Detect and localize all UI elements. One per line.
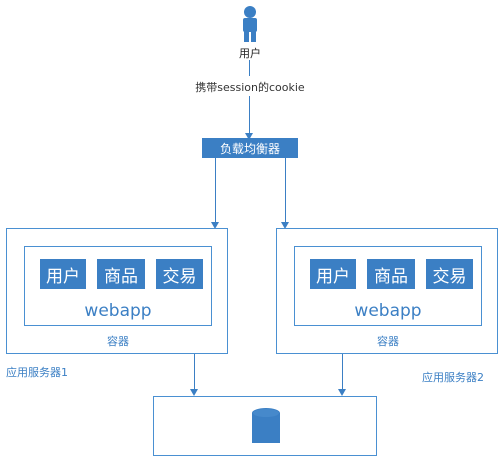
container-1: 用户 商品 交易 webapp bbox=[24, 246, 212, 326]
module-user-label: 用户 bbox=[316, 266, 350, 287]
container-label: 容器 bbox=[107, 335, 129, 348]
load-balancer-label: 负载均衡器 bbox=[219, 141, 280, 156]
connector-server2-db bbox=[342, 354, 343, 390]
webapp-label: webapp bbox=[354, 301, 422, 321]
module-trade: 交易 bbox=[156, 259, 203, 289]
user-label: 用户 bbox=[239, 47, 261, 60]
module-goods: 商品 bbox=[367, 259, 415, 289]
arrow-server2-to-db bbox=[338, 389, 346, 396]
app-server-1: 用户 商品 交易 webapp 容器 bbox=[6, 228, 228, 354]
request-label: 携带session的cookie bbox=[195, 81, 305, 94]
app-server-2: 用户 商品 交易 webapp 容器 bbox=[276, 228, 498, 354]
webapp-label: webapp bbox=[84, 301, 152, 321]
database-icon bbox=[252, 408, 280, 443]
server-1-label: 应用服务器1 bbox=[6, 366, 68, 379]
container-label: 容器 bbox=[377, 335, 399, 348]
module-trade-label: 交易 bbox=[162, 266, 197, 287]
connector-server1-db bbox=[194, 354, 195, 390]
database-server bbox=[153, 396, 377, 456]
server-2-label: 应用服务器2 bbox=[422, 371, 484, 384]
module-trade-label: 交易 bbox=[432, 266, 467, 287]
connector-lb-server2 bbox=[285, 158, 286, 224]
load-balancer: 负载均衡器 bbox=[202, 138, 298, 158]
connector-lb-server1 bbox=[215, 158, 216, 224]
module-trade: 交易 bbox=[426, 259, 473, 289]
container-2: 用户 商品 交易 webapp bbox=[294, 246, 482, 326]
module-goods-label: 商品 bbox=[104, 266, 138, 287]
arrow-to-server2 bbox=[281, 222, 289, 229]
module-user: 用户 bbox=[40, 259, 86, 289]
arrow-to-server1 bbox=[211, 222, 219, 229]
connector-user-request bbox=[249, 60, 250, 76]
arrow-server1-to-db bbox=[190, 389, 198, 396]
module-user: 用户 bbox=[310, 259, 356, 289]
module-goods: 商品 bbox=[97, 259, 145, 289]
module-goods-label: 商品 bbox=[374, 266, 408, 287]
module-user-label: 用户 bbox=[46, 266, 80, 287]
connector-request-lb bbox=[249, 96, 250, 133]
arrow-to-lb bbox=[245, 133, 253, 140]
person-icon bbox=[243, 6, 257, 42]
user-node: 用户 bbox=[228, 3, 272, 63]
